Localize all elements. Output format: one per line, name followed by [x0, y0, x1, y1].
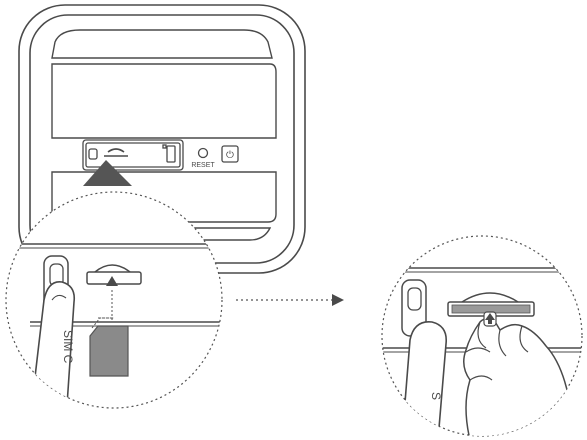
reset-label: RESET — [191, 162, 215, 169]
arrow-up-icon-right — [485, 313, 495, 320]
reset-hole-icon[interactable] — [197, 147, 209, 159]
power-button[interactable] — [221, 145, 239, 163]
zoom-right-content: S — [382, 267, 582, 436]
card-text-left: SIM C — [61, 330, 75, 364]
sim-card — [89, 325, 129, 377]
hand — [463, 317, 575, 436]
arrow-up-icon — [106, 276, 118, 286]
zoom-pointer — [83, 160, 132, 186]
power-icon: ⏻ — [226, 150, 234, 161]
arrow-right-icon — [332, 294, 344, 306]
card-text-right: S — [429, 392, 443, 400]
sim-slot-panel — [82, 139, 184, 171]
